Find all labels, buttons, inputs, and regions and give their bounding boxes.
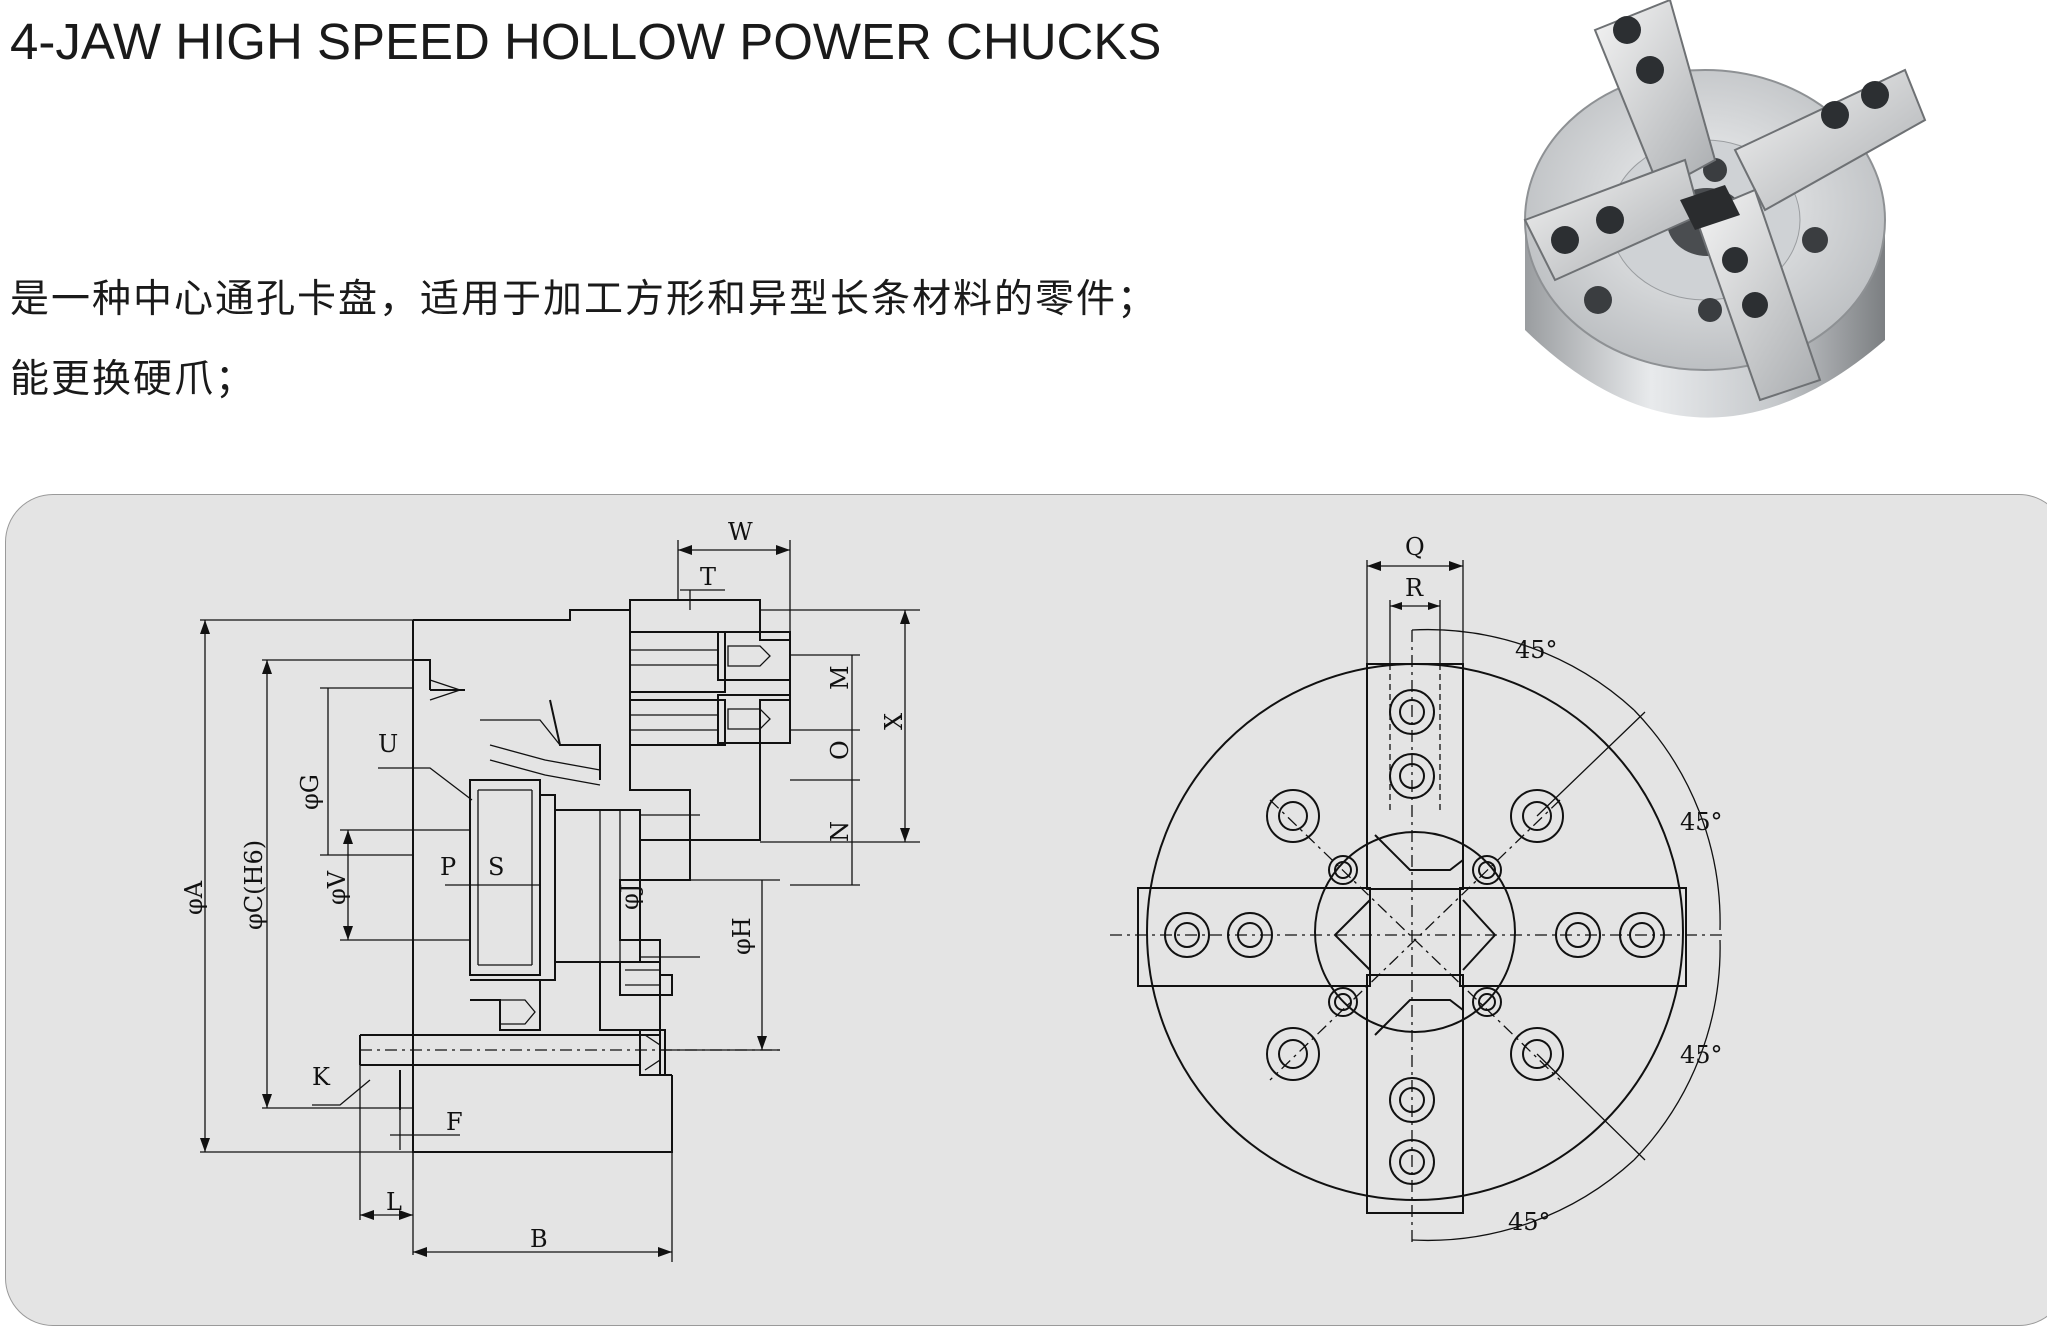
label-angle-3: 45° [1680,1041,1723,1069]
label-X: X [880,713,908,730]
chuck-photo [1523,0,1927,418]
label-O: O [826,740,854,760]
label-J: φJ [616,884,644,910]
label-G: φG [296,774,324,810]
label-angle-2: 45° [1680,808,1723,836]
drawing-panel [5,494,2047,1326]
label-Q: Q [1405,533,1425,561]
label-B: B [530,1225,548,1253]
label-angle-4: 45° [1508,1208,1551,1236]
side-view: W T M O N X U φG φV P S φJ φA φC(H6) φH … [180,518,920,1262]
label-M: M [826,665,854,690]
description-line-1: 是一种中心通孔卡盘，适用于加工方形和异型长条材料的零件； [10,277,1159,322]
label-P: P [440,853,456,881]
page-title: 4-JAW HIGH SPEED HOLLOW POWER CHUCKS [10,13,1162,70]
label-L: L [386,1188,402,1216]
label-A: φA [180,880,208,915]
label-T: T [700,563,716,591]
label-R: R [1405,574,1424,602]
label-S: S [488,853,504,881]
label-angle-1: 45° [1515,636,1558,664]
label-C: φC(H6) [240,840,268,930]
front-view: Q R 45° 45° 45° 45° [1110,533,1725,1245]
description-line-2: 能更换硬爪； [10,357,257,402]
label-F: F [446,1108,463,1136]
label-K: K [312,1063,331,1091]
label-U: U [378,730,398,758]
label-H: φH [728,917,756,955]
label-N: N [826,821,854,842]
label-W: W [728,518,753,546]
label-V: φV [323,870,351,905]
